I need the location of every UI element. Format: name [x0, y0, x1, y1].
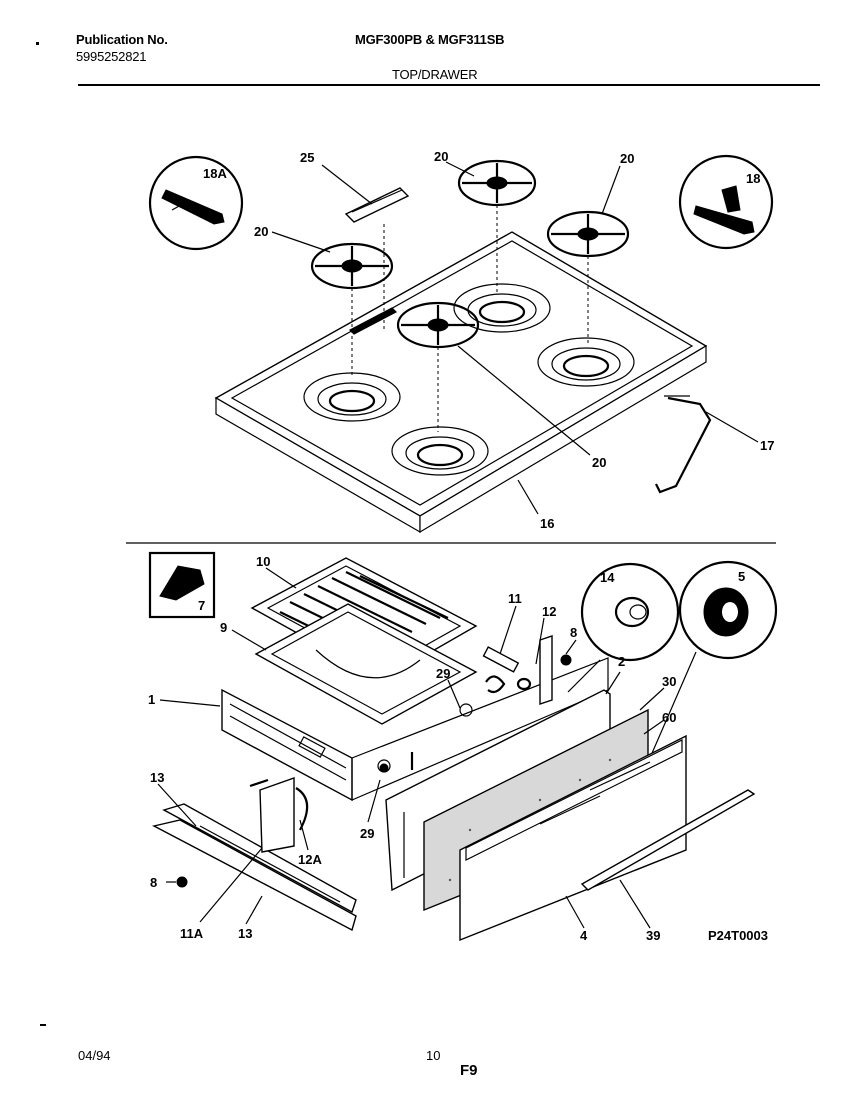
- callout-8-lower: 8: [150, 875, 157, 890]
- callout-1: 1: [148, 692, 155, 707]
- callout-20-top-a: 20: [434, 149, 448, 164]
- callout-12A: 12A: [298, 852, 322, 867]
- callout-2: 2: [618, 654, 625, 669]
- callout-16: 16: [540, 516, 554, 531]
- grate-rear-right: [546, 210, 630, 344]
- header-rule: [78, 84, 820, 86]
- callout-14: 14: [600, 570, 615, 585]
- part-4-drawer-panel: [459, 734, 687, 942]
- grate-rear-left: [457, 159, 537, 292]
- part-25-cap: [344, 187, 410, 330]
- callout-10: 10: [256, 554, 270, 569]
- callout-29-upper: 29: [436, 666, 450, 681]
- detail-circle-18: [678, 154, 774, 250]
- corner-mark: [36, 42, 39, 45]
- callout-60: 60: [662, 710, 676, 725]
- publication-number: 5995252821: [76, 49, 147, 64]
- bottom-leaders: [157, 567, 665, 929]
- callout-17: 17: [760, 438, 774, 453]
- burner-well-rear-right: [537, 337, 635, 387]
- callout-11: 11: [508, 591, 522, 606]
- burner-well-front-right: [391, 426, 489, 476]
- grate-front-right: [396, 301, 480, 432]
- diagram-code: P24T0003: [708, 928, 768, 943]
- cooktop-assembly: [214, 231, 708, 534]
- grate-left: [310, 242, 394, 376]
- model-numbers: MGF300PB & MGF311SB: [355, 32, 505, 47]
- detail-circle-5: [678, 560, 778, 660]
- callout-5: 5: [738, 569, 745, 584]
- callout-29-lower: 29: [360, 826, 374, 841]
- callout-20-front: 20: [592, 455, 606, 470]
- part-39-trim: [580, 789, 756, 891]
- callout-4: 4: [580, 928, 588, 943]
- callout-7: 7: [198, 598, 205, 613]
- top-leaders: [271, 161, 759, 515]
- figure-code: F9: [460, 1062, 478, 1079]
- callout-8-top: 8: [570, 625, 577, 640]
- detail-circle-14: [580, 562, 680, 662]
- section-title: TOP/DRAWER: [392, 67, 478, 82]
- callout-11A: 11A: [180, 926, 204, 941]
- callout-18A: 18A: [203, 166, 227, 181]
- callout-39: 39: [646, 928, 660, 943]
- part-17-wire: [655, 395, 712, 494]
- callout-18: 18: [746, 171, 760, 186]
- callout-13-lower: 13: [238, 926, 252, 941]
- callout-13-upper: 13: [150, 770, 164, 785]
- detail-box-7: [148, 551, 216, 619]
- part-9-broiler-pan: [254, 603, 478, 725]
- publication-label: Publication No.: [76, 32, 168, 47]
- page-number: 10: [426, 1048, 441, 1063]
- callout-9: 9: [220, 620, 227, 635]
- hardware-parts: [379, 635, 572, 773]
- callout-20-top-b: 20: [620, 151, 634, 166]
- callout-25: 25: [300, 150, 314, 165]
- footer-mark: [40, 1024, 46, 1026]
- callout-12: 12: [542, 604, 556, 619]
- callout-20-left: 20: [254, 224, 268, 239]
- part-13-slides: [152, 777, 357, 932]
- footer-date: 04/94: [78, 1048, 111, 1063]
- callout-30: 30: [662, 674, 676, 689]
- detail-circle-18A: [148, 155, 244, 251]
